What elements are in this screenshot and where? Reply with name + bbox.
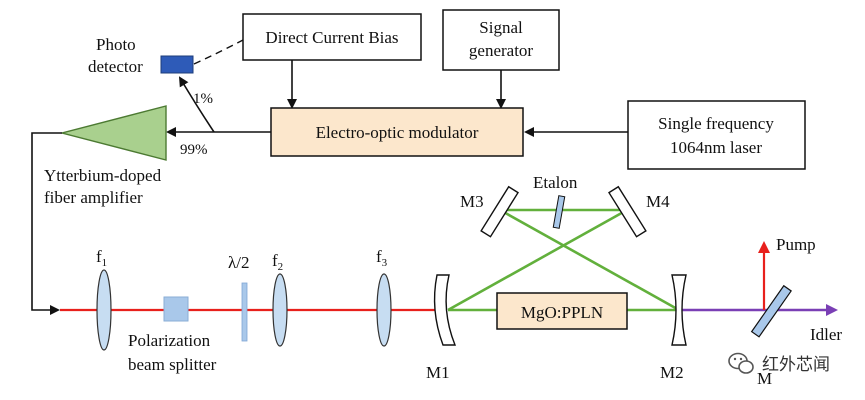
photodetector-label-2: detector — [88, 57, 143, 76]
half-wave-plate — [241, 282, 248, 342]
watermark-text: 红外芯闻 — [762, 355, 830, 375]
separator-mirror — [750, 284, 792, 338]
photodetector — [160, 55, 194, 74]
fiber-amplifier — [59, 105, 167, 161]
split-99-label: 99% — [180, 142, 208, 158]
pbs-label-1: Polarization — [128, 331, 211, 350]
idler-label: Idler — [810, 325, 842, 344]
lens-f2 — [272, 273, 288, 347]
eom-box: Electro-optic modulator — [270, 107, 524, 157]
pbs-label-2: beam splitter — [128, 355, 217, 374]
signal-generator-box: Signal generator — [442, 9, 560, 71]
eom-label: Electro-optic modulator — [316, 123, 479, 142]
mirror-m2 — [671, 274, 687, 346]
amplifier-label-2: fiber amplifier — [44, 188, 143, 207]
wechat-icon — [728, 352, 754, 374]
amplifier-label-1: Ytterbium-doped — [44, 166, 162, 185]
crystal-label: MgO:PPLN — [521, 303, 603, 322]
signal-generator-label-2: generator — [469, 41, 534, 60]
laser-box: Single frequency 1064nm laser — [627, 100, 806, 170]
m2-label: M2 — [660, 363, 684, 382]
f2-label: f2 — [272, 251, 283, 273]
half-wave-label: λ/2 — [228, 253, 249, 272]
polarization-beam-splitter — [163, 296, 189, 322]
f1-label: f1 — [96, 247, 107, 269]
dc-bias-box: Direct Current Bias — [242, 13, 422, 61]
photodetector-label-1: Photo — [96, 35, 136, 54]
laser-label-2: 1064nm laser — [670, 138, 762, 157]
mirror-m3 — [480, 185, 519, 238]
m1-label: M1 — [426, 363, 450, 382]
dc-bias-label: Direct Current Bias — [265, 28, 398, 47]
m3-label: M3 — [460, 192, 484, 211]
m4-label: M4 — [646, 192, 670, 211]
split-1-label: 1% — [193, 91, 213, 107]
detector-feedback-dashed — [193, 39, 244, 65]
signal-generator-label-1: Signal — [479, 18, 523, 37]
etalon — [552, 195, 566, 229]
separator-mirror-label: M — [757, 369, 772, 388]
amplifier-to-beam-line — [31, 132, 62, 315]
lens-f3 — [376, 273, 392, 347]
etalon-label: Etalon — [533, 173, 578, 192]
tap-to-detector-arrow — [178, 76, 215, 133]
f3-label: f3 — [376, 247, 388, 269]
mirror-m1 — [433, 274, 457, 346]
lens-f1 — [96, 269, 112, 351]
pump-label: Pump — [776, 235, 816, 254]
mirror-m4 — [608, 185, 647, 238]
ppln-crystal: MgO:PPLN — [496, 292, 628, 330]
laser-label-1: Single frequency — [658, 114, 774, 133]
watermark: 红外芯闻 — [728, 352, 830, 375]
